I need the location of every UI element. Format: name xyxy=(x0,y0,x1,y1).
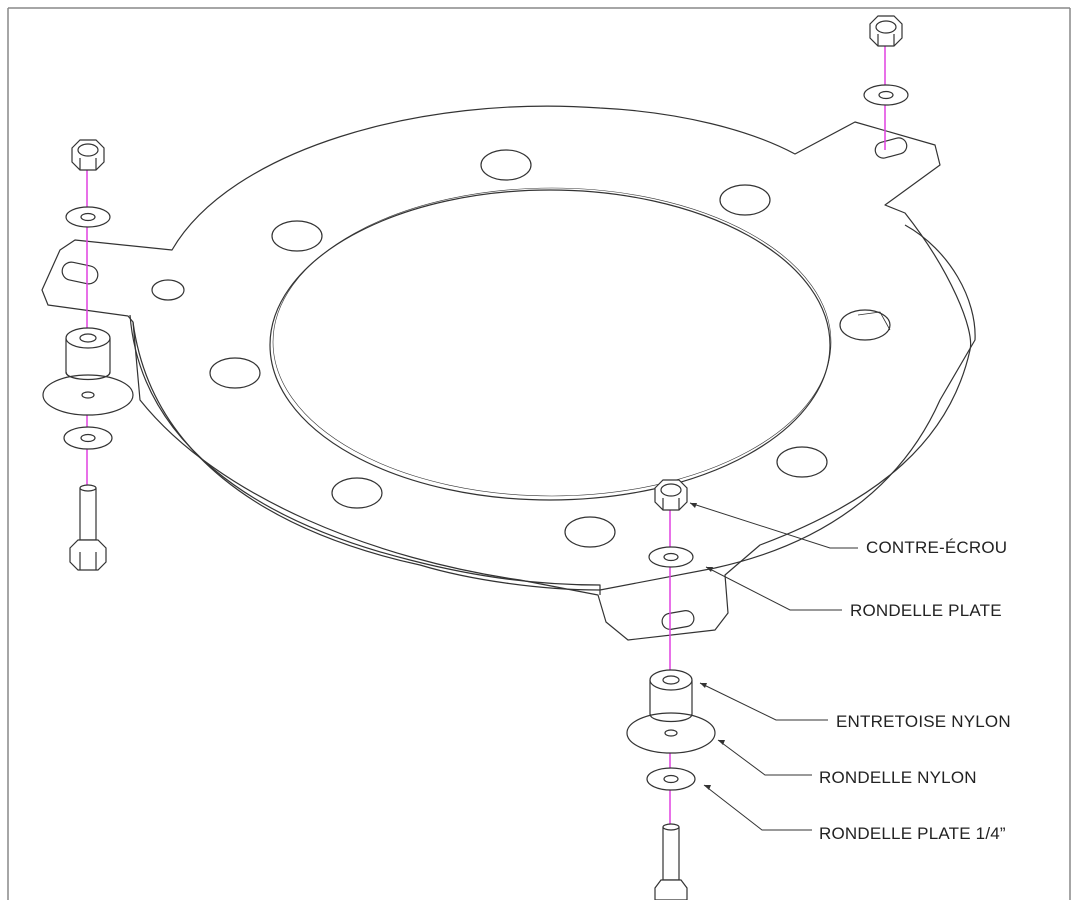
plate-thickness-edge xyxy=(132,224,976,591)
plate-hole xyxy=(209,357,261,389)
plate-outline xyxy=(41,105,972,641)
label-contre-ecrou: CONTRE-ÉCROU xyxy=(866,538,1008,557)
leader-rondelle-plate-quart xyxy=(703,784,812,831)
center-bore xyxy=(269,189,831,501)
left-bolt xyxy=(69,484,107,571)
plate-hole xyxy=(776,446,828,478)
slot-left xyxy=(61,261,99,285)
plate-hole xyxy=(564,516,616,548)
right-lock-nut xyxy=(869,15,903,47)
slot-bottom xyxy=(661,610,695,630)
label-entretoise-nylon: ENTRETOISE NYLON xyxy=(836,712,1011,731)
leader-contre-ecrou xyxy=(689,502,858,549)
leader-rondelle-nylon xyxy=(717,739,812,776)
label-rondelle-plate-quart: RONDELLE PLATE 1/4” xyxy=(819,824,1006,843)
leader-rondelle-plate xyxy=(705,566,842,611)
callout-arrowheads xyxy=(690,503,725,790)
bottom-flat-washer xyxy=(648,546,694,568)
left-hardware-stack xyxy=(42,139,134,571)
plate-hole xyxy=(331,477,383,509)
mounting-plate xyxy=(41,105,976,641)
plate-hole xyxy=(480,149,532,181)
bottom-lock-nut xyxy=(654,479,688,511)
label-rondelle-nylon: RONDELLE NYLON xyxy=(819,768,977,787)
plate-hole xyxy=(839,309,891,341)
left-nylon-spacer xyxy=(65,327,111,381)
bottom-nylon-washer xyxy=(626,712,716,754)
callout-leaders xyxy=(689,502,858,831)
drawing-frame xyxy=(7,7,1071,900)
left-quarter-washer xyxy=(63,426,113,450)
slot-right xyxy=(874,137,908,159)
left-flat-washer xyxy=(65,206,111,228)
left-nylon-washer xyxy=(42,371,134,416)
assembly-axes xyxy=(86,25,886,880)
plate-hole xyxy=(151,279,185,301)
plate-hole xyxy=(271,220,323,252)
right-hardware-stack xyxy=(863,15,909,106)
bottom-quarter-washer xyxy=(646,767,696,791)
left-lock-nut xyxy=(71,139,105,171)
bottom-bolt xyxy=(654,823,688,900)
bottom-hardware-stack xyxy=(626,479,716,900)
leader-entretoise-nylon xyxy=(699,682,828,721)
label-rondelle-plate: RONDELLE PLATE xyxy=(850,601,1002,620)
plate-hole xyxy=(719,184,771,216)
right-flat-washer xyxy=(863,84,909,106)
